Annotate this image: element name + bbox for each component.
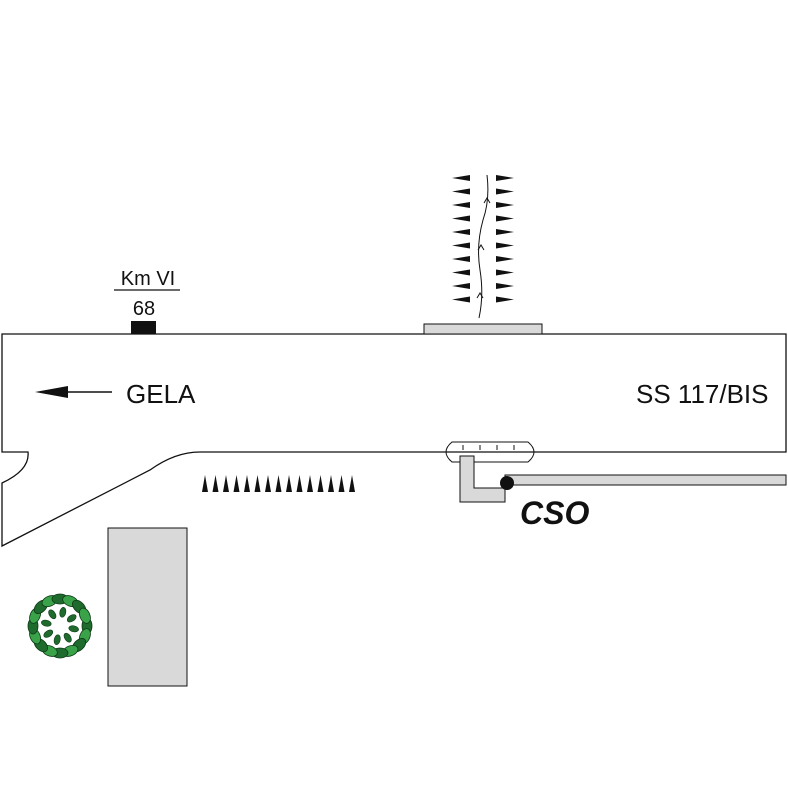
embankment-tick [338,475,345,492]
km-value-label: 68 [133,298,155,320]
km-marker-label: Km VI [121,268,175,290]
embankment-tick [254,475,261,492]
tree-leaf-inner [66,614,77,623]
bank-tick-right [496,283,514,289]
flow-arrow-icon [476,292,484,299]
tree-leaf-inner [48,609,57,620]
km-marker-icon [131,321,156,334]
bank-tick-right [496,242,514,249]
embankment-tick [265,475,271,492]
bank-tick-left [452,215,470,222]
pipe-end-dot-icon [500,476,514,490]
bank-tick-right [496,215,514,222]
bank-tick-left [452,283,470,289]
building [107,527,188,687]
tree-leaf-inner [59,607,67,618]
bank-tick-right [496,175,514,181]
embankment-tick [233,475,240,492]
tree-icon [27,593,93,659]
bank-tick-right [496,229,514,235]
direction-label: GELA [126,379,196,409]
embankment-tick [244,475,250,492]
embankment-tick [317,475,324,492]
road-label: SS 117/BIS [636,379,769,409]
bridge-slab [423,323,543,335]
bank-tick-right [496,188,514,195]
tree-leaf-inner [43,629,54,638]
arrow-left-icon [35,386,112,398]
bank-tick-left [452,175,470,181]
bank-tick-left [452,188,470,195]
tree-leaf [78,607,91,624]
bank-tick-left [452,256,470,262]
bank-tick-right [496,269,514,276]
embankment-tick [349,475,355,492]
bank-tick-left [452,202,470,208]
site-label: CSO [520,495,589,531]
embankment-tick [286,475,292,492]
embankment-tick [296,475,303,492]
embankment-tick [223,475,229,492]
bank-tick-left [452,296,470,303]
embankment-tick [307,475,313,492]
flow-arrow-icon [477,244,485,251]
stream-channel [452,174,514,319]
bank-tick-left [452,229,470,235]
pipe-horizontal [504,474,787,486]
embankment-tick [212,475,219,492]
tree-leaf-inner [63,632,72,643]
pipe-vertical [459,455,506,503]
embankment-tick [328,475,334,492]
bank-tick-right [496,202,514,208]
embankment-tick [202,475,208,492]
embankment-tick [275,475,282,492]
flow-arrow-icon [483,197,491,204]
tree-leaf-inner [53,634,61,645]
tree-leaf-inner [41,619,52,627]
culvert-outlet [445,441,535,463]
road-outline [1,333,787,548]
bank-tick-left [452,269,470,276]
bank-tick-left [452,242,470,249]
bank-tick-right [496,256,514,262]
embankment-ticks [202,475,355,492]
tree-leaf-inner [68,625,79,633]
bank-tick-right [496,296,514,303]
